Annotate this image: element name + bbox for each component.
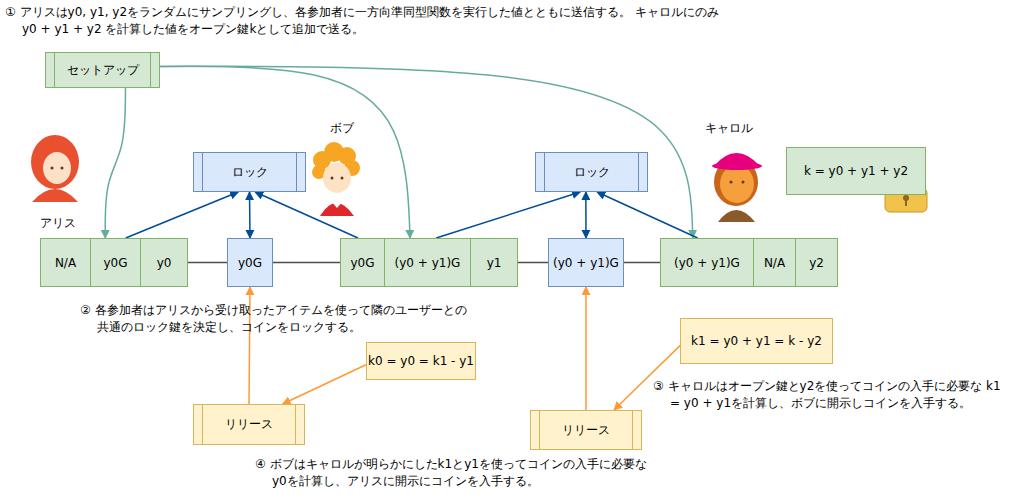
release-box: リリース [530, 410, 642, 450]
key-note-box: k1 = y0 + y1 = k - y2 [680, 318, 833, 364]
coin-box: (y0 + y1)G [548, 238, 624, 287]
alice-fringe [36, 141, 75, 160]
connector [597, 192, 697, 238]
lock-box: ロック [535, 152, 648, 192]
release-box: リリース [193, 404, 305, 445]
data-cell: y1 [470, 238, 518, 287]
data-cell: y0G [340, 238, 385, 287]
carol-face [720, 165, 754, 203]
bob-collar [330, 200, 344, 208]
carol-figure [712, 153, 762, 222]
connector [624, 262, 660, 264]
step-note: ③ キャロルはオープン鍵とy2を使ってコインの入手に必要な k1 = y0 + … [653, 378, 1003, 412]
person-name: アリス [40, 215, 100, 232]
carol-body [718, 210, 755, 222]
connector [273, 262, 340, 264]
connector [188, 262, 227, 264]
alice-body [32, 189, 78, 202]
node-text: y0G [350, 256, 374, 270]
person-name: ボブ [330, 120, 380, 137]
data-cell: N/A [40, 238, 91, 287]
step-note: ① アリスはy0, y1, y2をランダムにサンプリングし、各参加者に一方向準同… [5, 4, 725, 38]
node-text: リリース [562, 422, 610, 439]
node-text: y0 [157, 256, 172, 270]
connector [126, 192, 239, 238]
node-text: k1 = y0 + y1 = k - y2 [691, 334, 822, 348]
node-text: y2 [809, 256, 824, 270]
alice-hair [31, 135, 79, 189]
node-text: k0 = y0 = k1 - y1 [368, 354, 474, 368]
connector [518, 262, 548, 264]
person-name: キャロル [705, 120, 775, 137]
node-text: (y0 + y1)G [553, 256, 619, 270]
key-note-box: k0 = y0 = k1 - y1 [366, 342, 476, 380]
node-text: (y0 + y1)G [674, 256, 740, 270]
data-cell: y0 [140, 238, 188, 287]
alice-eye [61, 167, 64, 170]
data-cell: (y0 + y1)G [660, 238, 754, 287]
node-text: (y0 + y1)G [395, 256, 461, 270]
bob-face [323, 163, 351, 193]
connector [255, 192, 358, 238]
connector [585, 192, 587, 238]
step-note: ② 各参加者はアリスから受け取ったアイテムを使って隣のユーザーとの 共通のロック… [80, 302, 580, 336]
connector [283, 365, 366, 404]
alice-figure [31, 135, 79, 202]
node-text: y1 [487, 256, 502, 270]
node-text: N/A [55, 256, 76, 270]
connector [585, 287, 587, 410]
open-key-box: k = y0 + y1 + y2 [786, 147, 926, 195]
setup-box: セットアップ [45, 52, 160, 88]
carol-eye [730, 181, 733, 184]
lock-keyhole [905, 199, 907, 206]
connector [160, 66, 693, 238]
node-text: y0G [238, 256, 262, 270]
alice-eye [51, 167, 54, 170]
node-text: k = y0 + y1 + y2 [804, 164, 908, 178]
coin-box: y0G [227, 238, 273, 287]
lock-box: ロック [193, 152, 306, 192]
node-text: N/A [764, 256, 785, 270]
data-cell: y0G [90, 238, 141, 287]
node-text: y0G [103, 256, 127, 270]
node-text: リリース [225, 416, 273, 433]
bob-figure [312, 142, 360, 216]
node-text: セットアップ [67, 62, 139, 79]
node-text: ロック [574, 164, 610, 181]
alice-face [43, 152, 71, 184]
bob-eye [341, 177, 344, 180]
connector [249, 192, 251, 238]
connector [105, 88, 125, 238]
connector [436, 192, 580, 238]
step-note: ④ ボブはキャロルが明らかにしたk1とy1を使ってコインの入手に必要な y0を計… [255, 456, 695, 490]
data-cell: y2 [795, 238, 838, 287]
data-cell: (y0 + y1)G [384, 238, 471, 287]
carol-eye [742, 181, 745, 184]
connector [160, 66, 410, 238]
node-text: ロック [232, 164, 268, 181]
carol-hat-brim [712, 162, 762, 170]
bob-eye [331, 177, 334, 180]
data-cell: N/A [753, 238, 796, 287]
